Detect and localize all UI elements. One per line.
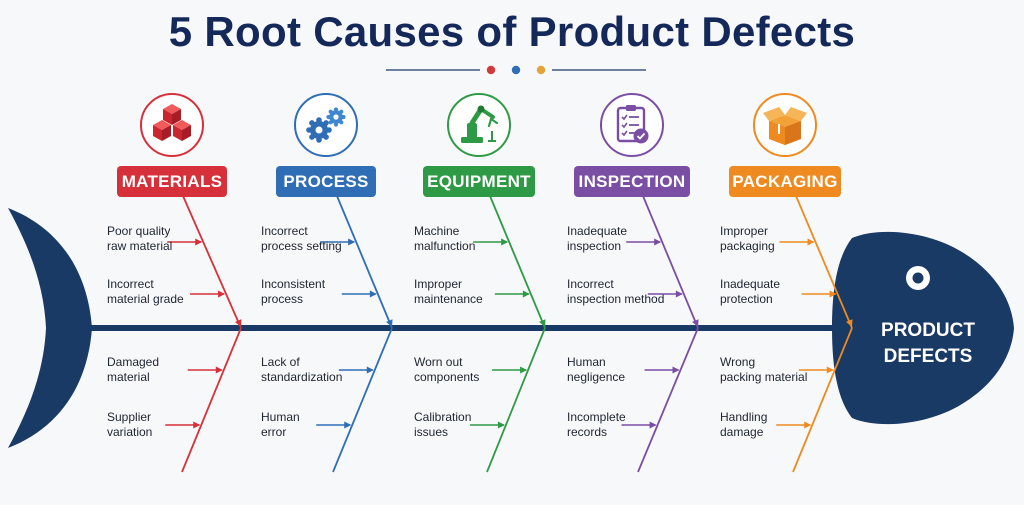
cause-text: Incorrect process setting: [261, 224, 342, 253]
bone-arrowhead: [234, 319, 242, 327]
cause-arrowhead: [215, 366, 223, 374]
category-label-packaging: PACKAGING: [729, 166, 841, 197]
bone-upper-inspection: [642, 195, 699, 329]
divider-dot: [486, 65, 496, 75]
cause-text: Improper maintenance: [414, 277, 483, 306]
cause-arrowhead: [195, 238, 203, 246]
bone-arrowhead: [846, 319, 853, 327]
cause-text: Damaged material: [107, 355, 160, 384]
bone-lower-process: [332, 327, 393, 473]
bone-upper-equipment: [489, 195, 546, 329]
boxes-icon: [140, 93, 204, 157]
bone-arrowhead: [386, 319, 393, 327]
cause-arrowhead: [348, 238, 356, 246]
title-divider: [386, 65, 646, 75]
category-label-process: PROCESS: [276, 166, 376, 197]
cause-arrowhead: [649, 421, 657, 429]
category-label-inspection: INSPECTION: [574, 166, 690, 197]
cause-text: Improper packaging: [720, 224, 775, 253]
cause-arrowhead: [369, 290, 377, 298]
fish-eye-pupil: [912, 272, 924, 284]
cause-text: Inadequate protection: [720, 277, 781, 306]
cause-text: Handling damage: [720, 410, 768, 439]
bone-lower-inspection: [637, 327, 699, 473]
fish-spine: [88, 325, 858, 331]
cause-text: Incomplete records: [567, 410, 626, 439]
cause-arrowhead: [501, 238, 509, 246]
effect-label: PRODUCT DEFECTS: [881, 320, 975, 367]
cause-arrowhead: [826, 366, 834, 374]
page-title: 5 Root Causes of Product Defects: [168, 8, 856, 55]
cause-arrowhead: [804, 421, 812, 429]
cause-text: Incorrect inspection method: [567, 277, 665, 306]
bone-arrowhead: [692, 319, 699, 327]
cause-arrowhead: [675, 290, 683, 298]
cause-arrowhead: [522, 290, 530, 298]
bone-lower-equipment: [486, 327, 546, 473]
divider-dot: [511, 65, 521, 75]
cause-arrowhead: [520, 366, 528, 374]
cause-text: Worn out components: [414, 355, 480, 384]
bone-upper-packaging: [795, 195, 853, 329]
divider-dot: [536, 65, 546, 75]
cause-arrowhead: [829, 290, 837, 298]
cause-arrowhead: [218, 290, 226, 298]
cause-text: Human error: [261, 410, 300, 439]
bone-arrowhead: [539, 319, 546, 327]
cause-text: Wrong packing material: [720, 355, 808, 384]
cause-text: Incorrect material grade: [107, 277, 184, 306]
cause-arrowhead: [497, 421, 505, 429]
cause-arrowhead: [807, 238, 815, 246]
cause-text: Lack of standardization: [261, 355, 343, 384]
cause-text: Inconsistent process: [261, 277, 326, 306]
robot-arm-icon: [447, 93, 511, 157]
cause-text: Poor quality raw material: [107, 224, 173, 253]
cause-text: Human negligence: [567, 355, 626, 384]
gears-icon: [294, 93, 358, 157]
bone-lower-materials: [181, 327, 242, 473]
cause-text: Machine malfunction: [414, 224, 476, 253]
cause-arrowhead: [193, 421, 201, 429]
cause-arrowhead: [344, 421, 352, 429]
bone-lower-packaging: [792, 327, 853, 473]
cause-arrowhead: [654, 238, 662, 246]
fish-tail: [8, 208, 92, 448]
bone-upper-materials: [182, 195, 242, 329]
cause-arrowhead: [672, 366, 680, 374]
category-label-materials: MATERIALS: [117, 166, 227, 197]
package-icon: [753, 93, 817, 157]
cause-arrowhead: [366, 366, 374, 374]
fish-head: [832, 231, 1014, 425]
cause-text: Calibration issues: [414, 410, 472, 439]
bone-upper-process: [336, 195, 393, 329]
checklist-icon: [600, 93, 664, 157]
cause-text: Supplier variation: [107, 410, 153, 439]
category-label-equipment: EQUIPMENT: [423, 166, 535, 197]
cause-text: Inadequate inspection: [567, 224, 628, 253]
